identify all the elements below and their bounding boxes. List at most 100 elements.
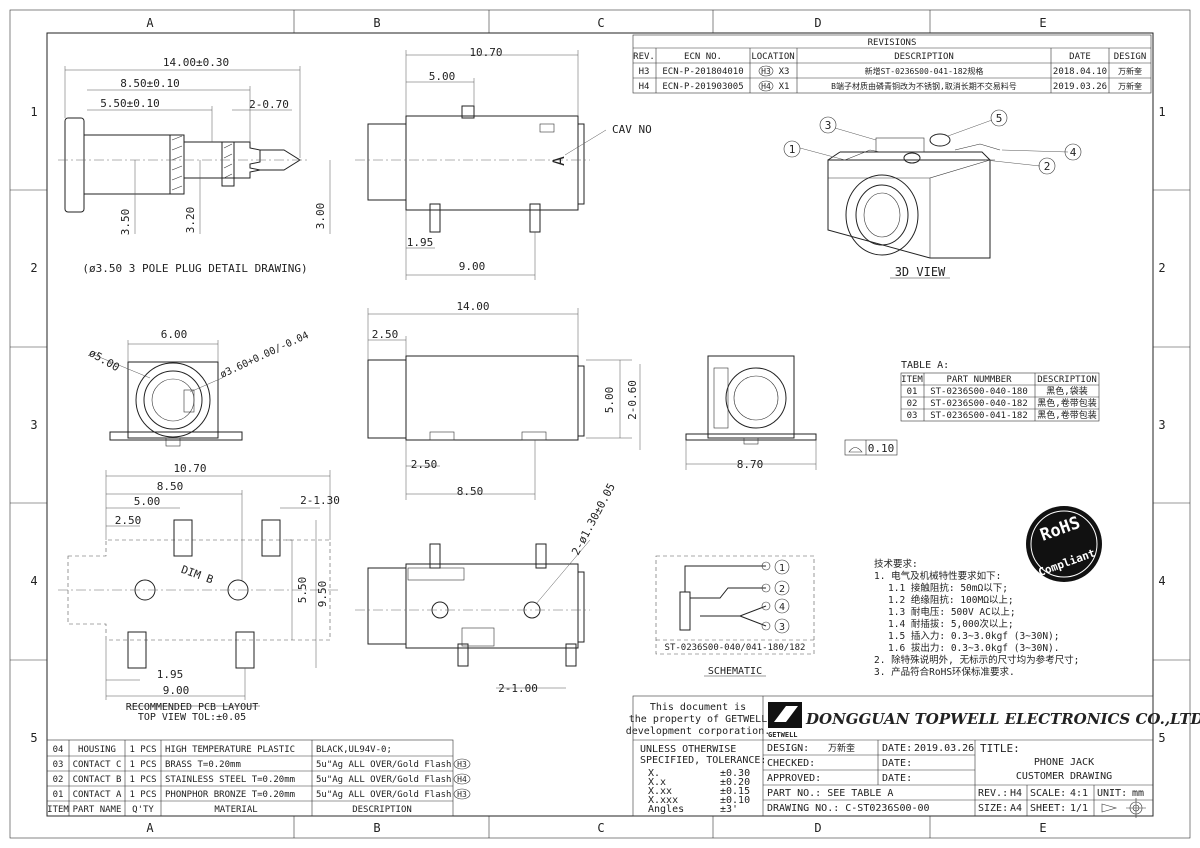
rev-row-2-location-tag: H4 bbox=[761, 82, 771, 91]
rev-label: REV.: bbox=[978, 788, 1008, 799]
plug-dim-3-50: 3.50 bbox=[119, 209, 132, 236]
iso-caption: 3D VIEW bbox=[895, 265, 946, 279]
bom-row-4-material: PHONPHOR BRONZE T=0.20mm bbox=[165, 790, 295, 800]
bom-row-2-desc: 5u"Ag ALL OVER/Gold Flash bbox=[316, 760, 451, 770]
zone-col-e-bottom: E bbox=[1039, 821, 1046, 835]
pcb-dim-9-00: 9.00 bbox=[163, 684, 190, 697]
table-a-header-item: ITEM bbox=[901, 375, 923, 385]
front-dim-dia-3-60: ø3.60+0.00/-0.04 bbox=[219, 330, 311, 381]
jack-end-view bbox=[685, 355, 898, 470]
pcb-layout-view bbox=[58, 470, 340, 707]
zone-labels: A B C D E A B C D E 1 2 3 4 5 1 2 3 4 5 bbox=[30, 16, 1165, 835]
schematic bbox=[655, 555, 815, 677]
bom-row-3-item: 02 bbox=[53, 775, 64, 785]
iso-balloon-1 bbox=[783, 140, 801, 158]
design-date-label: DATE: bbox=[882, 743, 912, 754]
bom-row-1-desc: BLACK,UL94V-0; bbox=[316, 745, 392, 755]
rev-row-1-location-count: X3 bbox=[779, 67, 790, 77]
iso-balloon-3 bbox=[819, 116, 837, 134]
bom-row-3-name: CONTACT B bbox=[73, 775, 122, 785]
flatness-callout bbox=[844, 439, 898, 456]
bom-row-3-revision-bubble bbox=[453, 773, 471, 785]
tolerance-title-2: SPECIFIED, TOLERANCE: bbox=[640, 755, 766, 766]
zone-col-b-bottom: B bbox=[373, 821, 380, 835]
jack-side-view bbox=[367, 308, 641, 500]
plug-detail-view bbox=[58, 66, 331, 234]
scale-value: 4:1 bbox=[1070, 788, 1088, 799]
checked-date-label: DATE: bbox=[882, 758, 912, 769]
rev-row-1-location-bubble bbox=[758, 65, 774, 77]
bom-row-4-revision-bubble bbox=[453, 788, 471, 800]
approved-label: APPROVED: bbox=[767, 773, 821, 784]
technical-notes: 技术要求: 1. 电气及机械特性要求如下: 1.1 接触阻抗: 50mΩ以下; … bbox=[874, 558, 1079, 678]
sheet-label: SHEET: bbox=[1030, 803, 1066, 814]
revisions-title: REVISIONS bbox=[868, 38, 917, 48]
rev-header-rev: REV. bbox=[633, 52, 655, 62]
tolerance-label-xxx: X.xx bbox=[648, 786, 672, 797]
schematic-pin-1: 1 bbox=[779, 563, 785, 574]
jack-top-view bbox=[355, 50, 607, 280]
pcb-dim-5-00: 5.00 bbox=[134, 495, 161, 508]
zone-row-3-right: 3 bbox=[1158, 418, 1165, 432]
side-dim-2-50-top: 2.50 bbox=[372, 328, 399, 341]
property-line-2: the property of GETWELL bbox=[629, 714, 767, 725]
sheet-value: 1/1 bbox=[1070, 803, 1088, 814]
plug-dim-overall-length: 14.00±0.30 bbox=[163, 56, 229, 69]
tolerance-label-angles: Angles bbox=[648, 804, 684, 815]
design-label: DESIGN: bbox=[767, 743, 809, 754]
bom-row-4-qty: 1 PCS bbox=[129, 790, 156, 800]
unit-value: mm bbox=[1132, 788, 1144, 799]
schematic-pin-4: 4 bbox=[779, 602, 785, 613]
rev-header-design: DESIGN bbox=[1114, 52, 1147, 62]
bom-row-2-material: BRASS T=0.20mm bbox=[165, 760, 241, 770]
size-label: SIZE: bbox=[978, 803, 1008, 814]
bom-row-2-qty: 1 PCS bbox=[129, 760, 156, 770]
pcb-dim-1-95: 1.95 bbox=[157, 668, 184, 681]
pcb-dim-10-70: 10.70 bbox=[173, 462, 206, 475]
tolerance-value-xx: ±0.20 bbox=[720, 777, 750, 788]
bom-row-1-material: HIGH TEMPERATURE PLASTIC bbox=[165, 745, 295, 755]
iso-balloon-2-text: 2 bbox=[1044, 160, 1051, 173]
side-dim-2-50-bottom: 2.50 bbox=[411, 458, 438, 471]
iso-balloon-4 bbox=[1064, 143, 1082, 161]
schematic-pin-balloon-3 bbox=[774, 618, 790, 634]
notes-line-8: 1.6 拔出力: 0.3~3.0kgf (3~30N). bbox=[888, 642, 1060, 654]
bom-row-4-desc: 5u"Ag ALL OVER/Gold Flash bbox=[316, 790, 451, 800]
property-line-3: development corporation. bbox=[626, 726, 771, 737]
rev-row-2-location-bubble bbox=[758, 80, 774, 92]
side-view-dimensions: 14.00 2.50 5.00 2-0.60 2.50 8.50 bbox=[372, 300, 639, 498]
rev-row-2-description: B端子材质由磷青铜改为不锈钢,取消长期不交易料号 bbox=[831, 81, 1017, 91]
table-a-row-1-desc: 黑色,袋装 bbox=[1046, 385, 1087, 397]
iso-balloon-1-text: 1 bbox=[789, 143, 796, 156]
bom-row-3-desc: 5u"Ag ALL OVER/Gold Flash bbox=[316, 775, 451, 785]
iso-labels: 1 2 3 4 5 3D VIEW bbox=[789, 112, 1077, 279]
notes-line-3: 1.1 接触阻抗: 50mΩ以下; bbox=[888, 582, 1008, 594]
size-value: A4 bbox=[1010, 803, 1022, 814]
notes-line-6: 1.4 耐插拔: 5,000次以上; bbox=[888, 618, 1014, 630]
table-a-header-part: PART NUMMBER bbox=[946, 375, 1012, 385]
plug-ring-hatch-1 bbox=[169, 134, 185, 195]
cav-no-label: CAV NO bbox=[612, 123, 652, 136]
schematic-labels: 1 2 4 3 ST-0236S00-040/041-180/182 SCHEM… bbox=[665, 563, 806, 677]
tolerance-label-xxxx: X.xxx bbox=[648, 795, 678, 806]
top-dim-5-00: 5.00 bbox=[429, 70, 456, 83]
bom-header-part-name: PART NAME bbox=[73, 805, 122, 815]
zone-col-c-top: C bbox=[597, 16, 604, 30]
jack-front-view bbox=[91, 340, 243, 447]
table-a-row-3-desc: 黑色,卷带包装 bbox=[1037, 409, 1096, 421]
rev-row-1-location-tag: H3 bbox=[761, 67, 771, 76]
projection-symbol-cone bbox=[1101, 803, 1118, 813]
tolerance-value-x: ±0.30 bbox=[720, 768, 750, 779]
bom-header-qty: Q'TY bbox=[132, 805, 154, 815]
end-view-dimensions: 8.70 0.10 bbox=[737, 442, 895, 471]
table-a-row-3-item: 03 bbox=[907, 411, 918, 421]
iso-balloon-5 bbox=[990, 109, 1008, 127]
title-block-text: This document is the property of GETWELL… bbox=[626, 702, 1200, 815]
tolerance-title-1: UNLESS OTHERWISE bbox=[640, 744, 736, 755]
side-dim-5-00: 5.00 bbox=[603, 387, 616, 414]
jack-bottom-view bbox=[355, 539, 591, 689]
bom-row-4-item: 01 bbox=[53, 790, 64, 800]
table-a-header-desc: DESCRIPTION bbox=[1037, 375, 1097, 385]
rev-row-1-ecn: ECN-P-201804010 bbox=[662, 67, 743, 77]
